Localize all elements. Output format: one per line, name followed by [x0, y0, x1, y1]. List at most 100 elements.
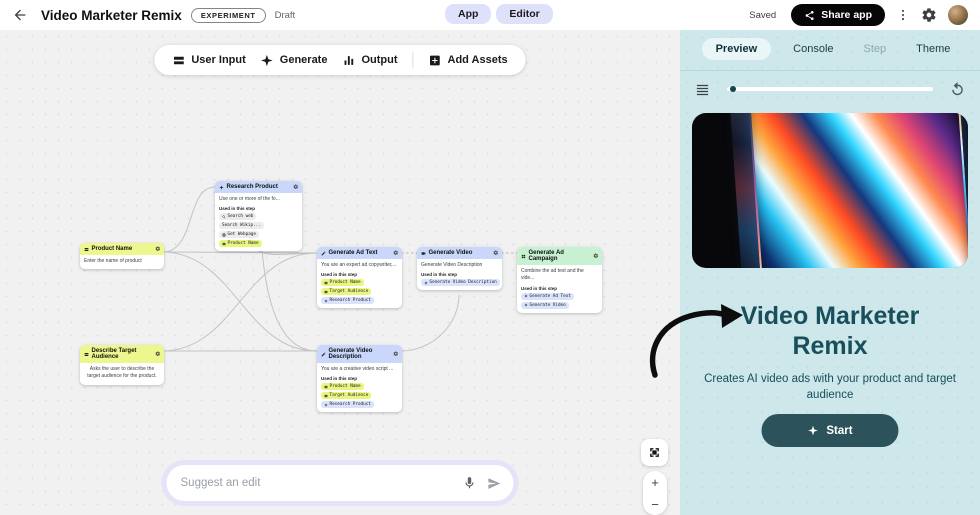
preview-controls	[694, 76, 966, 102]
avatar[interactable]	[948, 5, 968, 25]
globe-icon	[222, 233, 226, 237]
generate-tool-button[interactable]: Generate	[261, 54, 327, 67]
sparkle-icon	[524, 303, 528, 307]
bars-icon	[84, 247, 89, 252]
ref-chip[interactable]: Search Wikip...	[219, 222, 264, 230]
ref-chip[interactable]: Product Name	[219, 240, 262, 248]
node-gear-icon[interactable]	[154, 351, 161, 357]
node-gear-icon[interactable]	[492, 250, 499, 256]
search-icon	[222, 215, 226, 219]
node-header: Generate Video Description	[317, 345, 402, 363]
user-input-icon	[172, 54, 185, 67]
ref-chip[interactable]: Generate Video	[521, 301, 569, 309]
sparkle-icon	[261, 54, 274, 67]
node-body: Enter the name of product	[84, 258, 142, 264]
tab-theme[interactable]: Theme	[908, 38, 958, 60]
node-header: Generate Ad Text	[317, 247, 402, 259]
app-title: Video Marketer Remix	[41, 7, 182, 23]
send-icon[interactable]	[487, 476, 502, 491]
chip-list: Generate Video Description	[421, 279, 500, 287]
panel-tabs: Preview Console Step Theme	[680, 38, 980, 60]
node-title: Generate Video Description	[328, 348, 373, 360]
node-header: Generate Ad Campaign	[517, 247, 602, 265]
node-body: Asks the user to describe the target aud…	[87, 366, 157, 380]
ref-chip[interactable]: Target Audience	[321, 288, 372, 296]
settings-gear-icon[interactable]	[921, 7, 937, 23]
bars-icon	[324, 394, 328, 398]
ref-chip[interactable]: Search web	[219, 213, 257, 221]
add-assets-tool-button[interactable]: Add Assets	[429, 54, 508, 67]
microphone-icon[interactable]	[463, 476, 477, 490]
progress-slider[interactable]	[727, 86, 933, 92]
pencil-icon	[321, 251, 326, 256]
ref-chip[interactable]: Get Webpage	[219, 231, 259, 239]
saved-status: Saved	[749, 9, 777, 21]
preview-app-title: Video Marketer Remix	[740, 302, 920, 360]
node-body: Generate Video Description	[421, 262, 483, 268]
back-arrow-icon[interactable]	[12, 7, 28, 23]
tab-preview[interactable]: Preview	[701, 38, 772, 60]
ref-chip[interactable]: Target Audience	[321, 392, 372, 400]
ref-chip[interactable]: Product Name	[321, 279, 364, 287]
node-gear-icon[interactable]	[392, 351, 399, 357]
sparkle-icon	[524, 294, 528, 298]
ref-chip[interactable]: Generate Ad Text	[521, 292, 574, 300]
editor-canvas[interactable]: User Input Generate Output Add Assets Re…	[0, 30, 680, 515]
zoom-out-button[interactable]: −	[643, 493, 667, 515]
node-gear-icon[interactable]	[154, 246, 161, 252]
zoom-in-button[interactable]: +	[643, 471, 667, 493]
start-button[interactable]: Start	[761, 414, 899, 447]
ref-chip[interactable]: Research Product	[321, 297, 374, 305]
tab-step[interactable]: Step	[856, 38, 895, 60]
sparkle-icon	[324, 299, 328, 303]
node-gear-icon[interactable]	[592, 253, 599, 259]
user-input-tool-label: User Input	[191, 54, 246, 66]
app-view-button[interactable]: App	[445, 4, 492, 24]
view-switcher: App Editor	[445, 4, 553, 24]
node-title: Product Name	[91, 246, 133, 252]
edge	[163, 186, 216, 253]
user-input-tool-button[interactable]: User Input	[172, 54, 246, 67]
tab-console[interactable]: Console	[785, 38, 841, 60]
share-app-button[interactable]: Share app	[791, 4, 885, 26]
fit-view-button[interactable]	[641, 439, 668, 466]
editor-view-button[interactable]: Editor	[496, 4, 553, 24]
more-menu-icon[interactable]	[896, 8, 910, 22]
used-in-step-label: Used in this step	[421, 272, 458, 278]
ref-chip[interactable]: Generate Video Description	[421, 279, 500, 287]
grid-icon	[521, 254, 526, 259]
used-in-step-label: Used in this step	[521, 285, 558, 291]
bars-icon	[222, 242, 226, 246]
node-title: Research Product	[226, 184, 278, 190]
restart-icon[interactable]	[949, 81, 966, 98]
video-icon	[421, 251, 426, 256]
sparkle-icon	[424, 281, 428, 285]
node-header: Product Name	[80, 243, 164, 255]
ref-chip[interactable]: Product Name	[321, 383, 364, 391]
used-in-step-label: Used in this step	[321, 272, 358, 278]
suggest-edit-input[interactable]	[178, 476, 463, 490]
topbar-actions: Saved Share app	[749, 4, 968, 26]
node-body: You are an expert ad copywriter,...	[321, 262, 397, 268]
ref-chip[interactable]: Research Product	[321, 401, 374, 409]
node-gear-icon[interactable]	[292, 184, 299, 190]
node-gear-icon[interactable]	[392, 250, 399, 256]
progress-dot[interactable]	[730, 86, 736, 92]
bars-icon	[324, 385, 328, 389]
experiment-badge: EXPERIMENT	[190, 7, 266, 23]
output-tool-button[interactable]: Output	[342, 54, 398, 67]
bars-icon	[84, 352, 89, 357]
node-title: Describe Target Audience	[91, 348, 137, 360]
zoom-controls: + −	[643, 471, 667, 515]
menu-lines-icon[interactable]	[694, 82, 711, 97]
